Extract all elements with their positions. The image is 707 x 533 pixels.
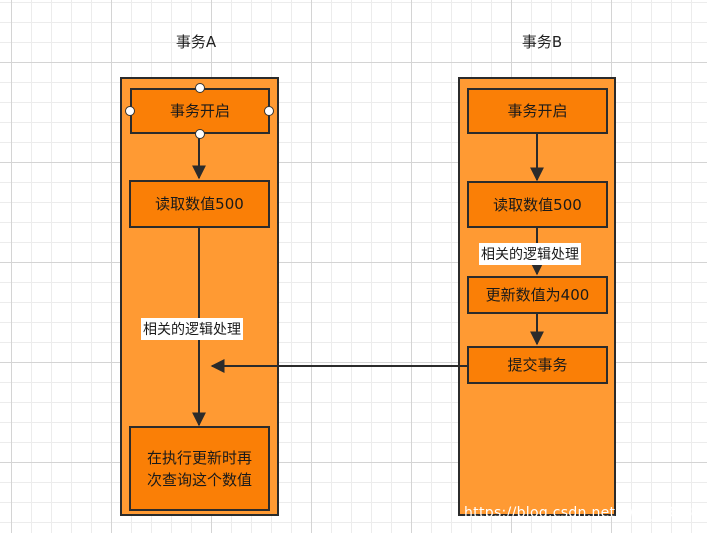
node-b-start-label: 事务开启 <box>507 102 568 120</box>
selection-handle-bottom[interactable] <box>195 129 205 139</box>
edge-label-a-logic: 相关的逻辑处理 <box>141 318 243 340</box>
node-a-read-label: 读取数值500 <box>155 195 244 213</box>
lane-a-title: 事务A <box>175 33 217 51</box>
selection-handle-top[interactable] <box>195 83 205 93</box>
selection-handle-left[interactable] <box>125 106 135 116</box>
node-b-read-label: 读取数值500 <box>493 195 582 214</box>
node-a-start[interactable]: 事务开启 <box>130 88 270 134</box>
node-b-update-label: 更新数值为400 <box>485 286 590 304</box>
node-b-start[interactable]: 事务开启 <box>467 88 608 134</box>
selection-handle-right[interactable] <box>264 106 274 116</box>
edge-label-b-logic: 相关的逻辑处理 <box>479 243 581 265</box>
node-b-commit[interactable]: 提交事务 <box>467 346 608 384</box>
node-a-requery-label: 在执行更新时再次查询这个数值 <box>146 448 252 489</box>
node-b-commit-label: 提交事务 <box>507 356 568 374</box>
watermark: https://blog.csdn.net/gwz_6903 <box>464 505 694 521</box>
node-a-read[interactable]: 读取数值500 <box>129 180 270 228</box>
lane-b-title: 事务B <box>521 33 563 51</box>
node-b-update[interactable]: 更新数值为400 <box>467 276 608 314</box>
node-a-requery[interactable]: 在执行更新时再次查询这个数值 <box>129 426 270 511</box>
node-a-start-label: 事务开启 <box>169 102 230 120</box>
node-b-read[interactable]: 读取数值500 <box>467 181 608 228</box>
